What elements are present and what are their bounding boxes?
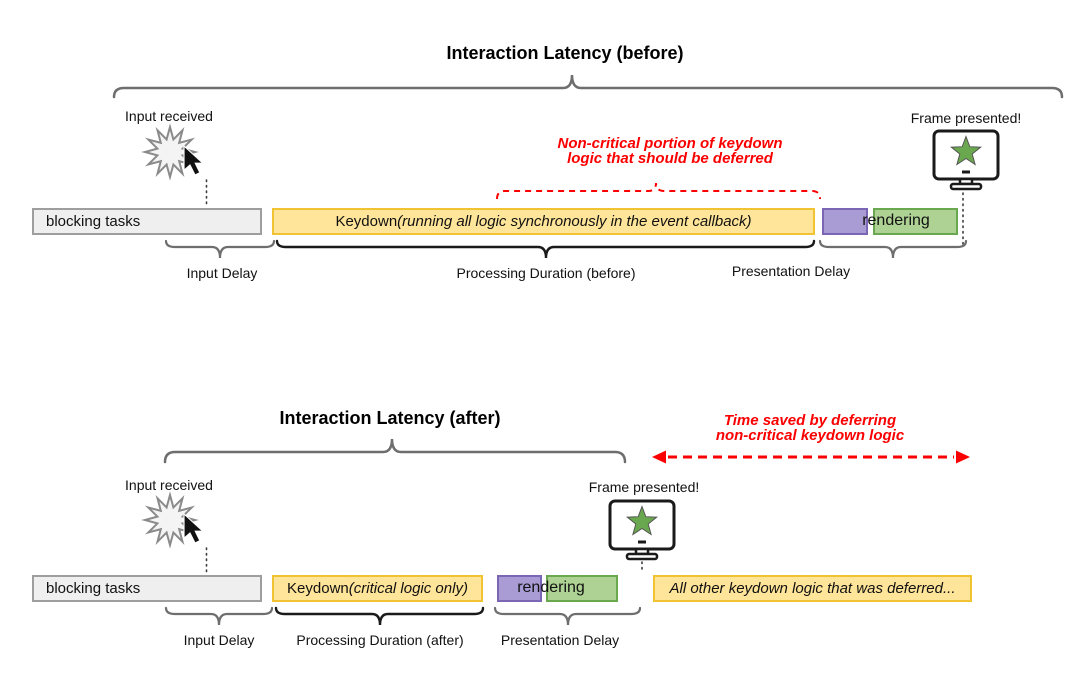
after-keydown-bar: Keydown (critical logic only) xyxy=(272,575,483,602)
before-processing-duration-label: Processing Duration (before) xyxy=(456,265,636,281)
after-latency-brace xyxy=(163,438,627,464)
before-deferred-red-brace xyxy=(496,182,821,200)
before-frame-presented-label: Frame presented! xyxy=(910,110,1022,126)
before-processing-brace xyxy=(275,239,816,259)
before-blocking-tasks-bar: blocking tasks xyxy=(32,208,262,235)
after-blocking-tasks-label: blocking tasks xyxy=(46,580,141,597)
deferred-keydown-bar: All other keydown logic that was deferre… xyxy=(653,575,972,602)
before-monitor-icon xyxy=(932,129,1000,191)
before-deferred-note-line1: Non-critical portion of keydown xyxy=(557,135,783,152)
after-processing-brace xyxy=(274,606,485,626)
before-presentation-delay-label: Presentation Delay xyxy=(731,263,851,279)
after-monitor-icon xyxy=(608,499,676,561)
after-frame-presented-label: Frame presented! xyxy=(588,479,700,495)
before-presentation-brace xyxy=(818,239,968,259)
before-blocking-tasks-label: blocking tasks xyxy=(46,213,141,230)
before-paint-bar xyxy=(873,208,958,235)
cursor-icon xyxy=(183,145,204,176)
before-input-delay-brace xyxy=(164,239,276,259)
after-paint-bar xyxy=(546,575,618,602)
before-latency-brace xyxy=(112,74,1064,99)
time-saved-note: Time saved by deferring non-critical key… xyxy=(716,413,904,443)
before-input-received-label: Input received xyxy=(125,108,213,124)
before-style-layout-bar xyxy=(822,208,868,235)
before-keydown-bar: Keydown (running all logic synchronously… xyxy=(272,208,815,235)
before-deferred-note: Non-critical portion of keydown logic th… xyxy=(557,136,782,166)
after-processing-duration-label: Processing Duration (after) xyxy=(296,632,464,648)
after-title: Interaction Latency (after) xyxy=(279,408,501,428)
after-keydown-detail: (critical logic only) xyxy=(348,580,468,597)
after-input-received-label: Input received xyxy=(125,477,213,493)
after-input-delay-label: Input Delay xyxy=(183,632,255,648)
before-keydown-label: Keydown xyxy=(335,213,398,230)
after-blocking-tasks-bar: blocking tasks xyxy=(32,575,262,602)
time-saved-note-line1: Time saved by deferring xyxy=(723,412,897,429)
before-title: Interaction Latency (before) xyxy=(446,43,684,63)
time-saved-arrow xyxy=(652,450,970,464)
after-keydown-label: Keydown xyxy=(287,580,349,597)
after-presentation-delay-label: Presentation Delay xyxy=(500,632,620,648)
deferred-keydown-label: All other keydown logic that was deferre… xyxy=(669,580,956,597)
before-deferred-note-line2: logic that should be deferred xyxy=(567,150,773,167)
input-burst-icon xyxy=(144,494,196,546)
before-input-delay-label: Input Delay xyxy=(186,265,258,281)
after-input-delay-brace xyxy=(164,606,274,626)
after-style-layout-bar xyxy=(497,575,542,602)
input-burst-icon xyxy=(144,126,196,178)
cursor-icon xyxy=(183,513,204,544)
after-presentation-brace xyxy=(493,606,642,626)
time-saved-note-line2: non-critical keydown logic xyxy=(715,427,905,444)
before-keydown-detail: (running all logic synchronously in the … xyxy=(397,213,752,230)
